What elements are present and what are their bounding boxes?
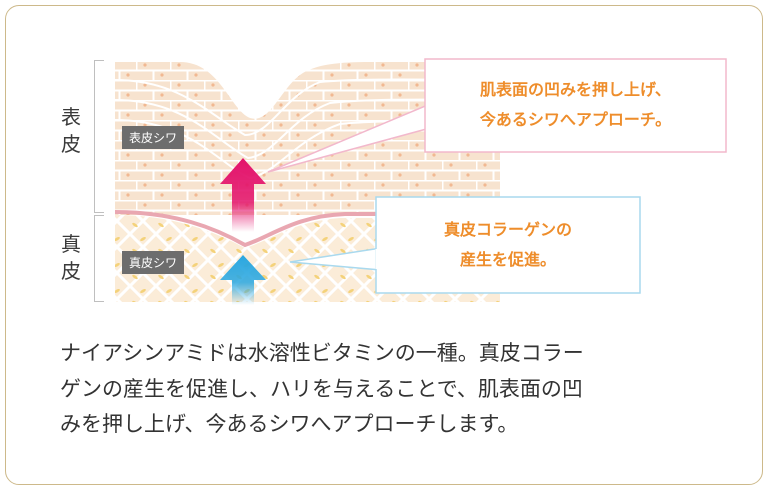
epidermis-bracket [94,60,105,213]
epidermis-label: 表皮 [61,105,81,156]
description-text: ナイアシンアミドは水溶性ビタミンの一種。真皮コラー ゲンの産生を促進し、ハリを与… [60,336,720,443]
dermis-label: 真皮 [61,232,81,283]
description-line-2: ゲンの産生を促進し、ハリを与えることで、肌表面の凹 [60,376,583,401]
up-arrow-pink-icon [220,158,266,232]
callout-top-text: 肌表面の凹みを押し上げ、 今あるシワへアプローチ。 [425,75,726,135]
epidermis-wrinkle-tag: 表皮シワ [122,126,185,149]
dermis-wrinkle-tag: 真皮シワ [122,251,185,274]
callout-bottom-line-2: 産生を促進。 [459,250,556,269]
dermis-band [114,210,500,248]
dermis-bracket [94,215,105,302]
callout-top-line-2: 今あるシワへアプローチ。 [479,110,672,129]
up-arrow-blue-icon [220,255,266,305]
callout-bottom-line-1: 真皮コラーゲンの [443,220,572,239]
callout-bottom-box [375,196,641,294]
callout-top-box [424,58,727,153]
description-line-1: ナイアシンアミドは水溶性ビタミンの一種。真皮コラー [60,341,584,365]
callout-bottom-text: 真皮コラーゲンの 産生を促進。 [376,215,640,275]
callout-top-line-1: 肌表面の凹みを押し上げ、 [480,80,671,99]
description-line-3: みを押し上げ、今あるシワへアプローチします。 [60,412,519,436]
